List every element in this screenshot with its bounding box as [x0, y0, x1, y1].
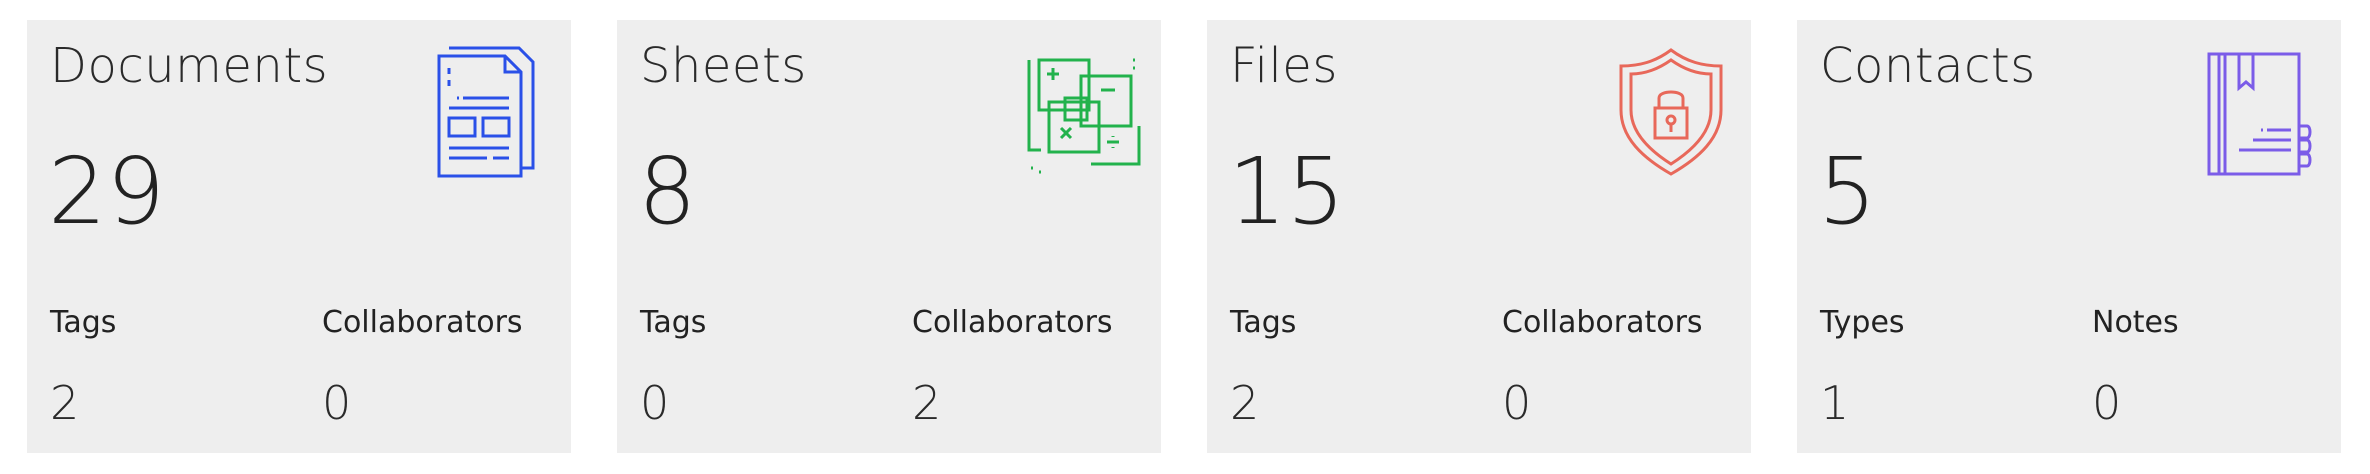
shield-lock-icon	[1611, 38, 1731, 178]
stat-value: 0	[640, 376, 670, 430]
stat-value: 1	[1820, 376, 1850, 430]
card-count: 5	[1818, 138, 1877, 245]
stat-value: 0	[2092, 376, 2122, 430]
stat-label: Tags	[640, 305, 707, 340]
card-count: 15	[1228, 138, 1346, 245]
stat-tags: Tags 2	[50, 308, 310, 438]
stat-value: 2	[912, 376, 942, 430]
contacts-card[interactable]: Contacts 5 Types 1 Notes 0	[1797, 20, 2341, 453]
stat-tags: Tags 0	[640, 308, 900, 438]
stat-value: 2	[50, 376, 80, 430]
stat-label: Collaborators	[1502, 305, 1703, 340]
sheets-card[interactable]: Sheets 8	[617, 20, 1161, 453]
stat-types: Types 1	[1820, 308, 2080, 438]
summary-cards: Documents 29 Tags 2	[27, 20, 2343, 453]
files-card[interactable]: Files 15 Tags 2 Collaborators 0	[1207, 20, 1751, 453]
card-count: 8	[638, 138, 697, 245]
stat-label: Tags	[1230, 305, 1297, 340]
documents-card[interactable]: Documents 29 Tags 2	[27, 20, 571, 453]
spreadsheet-icon	[1021, 38, 1141, 178]
stat-label: Tags	[50, 305, 117, 340]
card-count: 29	[48, 138, 166, 245]
stat-tags: Tags 2	[1230, 308, 1490, 438]
stat-notes: Notes 0	[2092, 308, 2352, 438]
card-title: Contacts	[1820, 38, 2036, 94]
stat-collaborators: Collaborators 2	[912, 308, 1172, 438]
card-title: Files	[1230, 38, 1338, 94]
address-book-icon	[2201, 38, 2321, 178]
stat-collaborators: Collaborators 0	[1502, 308, 1762, 438]
stat-label: Collaborators	[912, 305, 1113, 340]
document-icon	[431, 38, 551, 178]
stat-label: Types	[1820, 305, 1905, 340]
stat-label: Collaborators	[322, 305, 523, 340]
stat-label: Notes	[2092, 305, 2179, 340]
stat-collaborators: Collaborators 0	[322, 308, 582, 438]
stat-value: 0	[1502, 376, 1532, 430]
card-title: Documents	[50, 38, 329, 94]
stat-value: 0	[322, 376, 352, 430]
stat-value: 2	[1230, 376, 1260, 430]
card-title: Sheets	[640, 38, 807, 94]
